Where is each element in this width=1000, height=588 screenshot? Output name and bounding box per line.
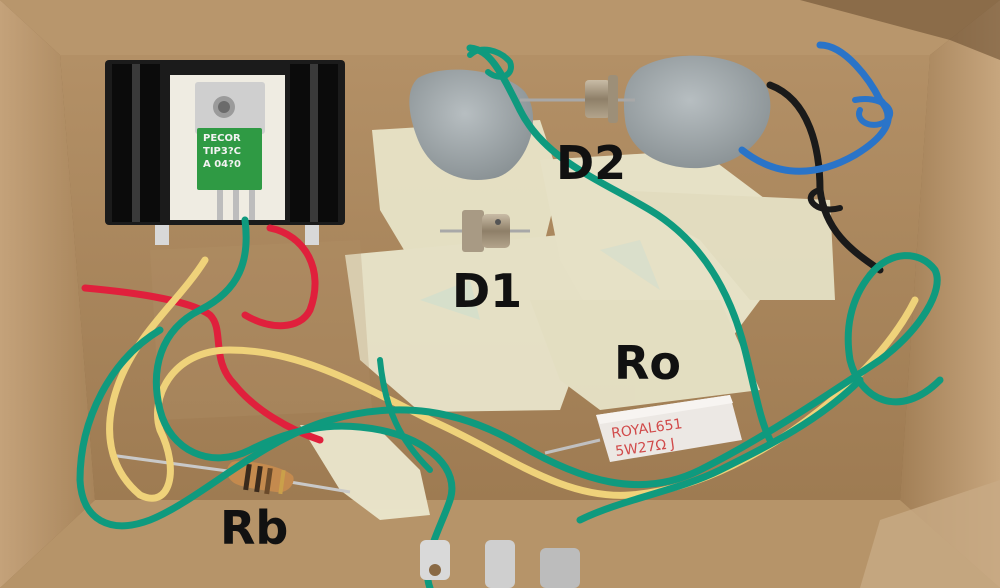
transistor-code: A 04?0 xyxy=(203,159,241,170)
label-d2: D2 xyxy=(556,136,627,190)
box-wall-right xyxy=(900,0,1000,588)
red-wire xyxy=(81,284,324,444)
label-d1: D1 xyxy=(452,264,523,318)
power-resistor-ro: ROYAL651 5W27Ω J xyxy=(544,395,742,462)
green-wire-main xyxy=(152,216,456,588)
putty-left xyxy=(409,69,534,181)
transistor-label xyxy=(197,128,262,190)
transistor-part: TIP3?C xyxy=(203,146,241,157)
green-wire-top xyxy=(466,44,774,444)
box-wall-left xyxy=(0,0,95,588)
diode-d2 xyxy=(520,75,635,123)
diode-d1 xyxy=(440,210,530,252)
transistor-brand: PECOR xyxy=(203,133,241,144)
transistor xyxy=(195,82,265,220)
label-rb: Rb xyxy=(220,501,289,555)
wires xyxy=(76,41,944,588)
blue-wire xyxy=(738,41,892,175)
green-wire-loop xyxy=(76,252,941,530)
transistor-text: PECOR TIP3?C A 04?0 xyxy=(203,132,259,171)
connectors xyxy=(420,540,580,588)
putty-right xyxy=(623,55,771,169)
box-wall-top xyxy=(0,0,1000,55)
label-ro: Ro xyxy=(614,336,682,390)
